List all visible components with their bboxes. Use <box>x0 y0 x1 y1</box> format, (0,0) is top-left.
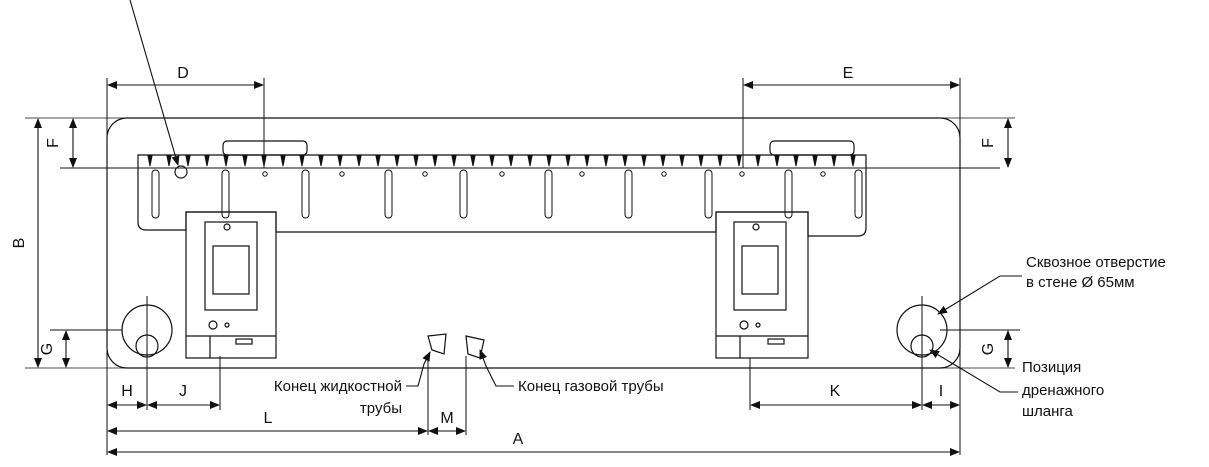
label-l: L <box>264 410 273 427</box>
leader-gas-pipe <box>479 349 514 387</box>
plate-slot <box>854 169 863 219</box>
plate-hole <box>499 171 505 177</box>
plate-tick <box>242 155 248 167</box>
gas-pipe-label: Конец газовой трубы <box>518 378 664 395</box>
plate-hole <box>579 171 585 177</box>
label-f-right: F <box>980 138 997 148</box>
plate-slot <box>151 169 160 219</box>
drain-label-line1: Позиция <box>1022 359 1081 376</box>
reference-hole <box>174 165 188 179</box>
top-tab-left <box>222 140 308 156</box>
plate-tick <box>755 155 761 167</box>
plate-details <box>147 155 863 219</box>
drain-label-line3: шланга <box>1022 403 1074 420</box>
plate-tick <box>166 155 172 167</box>
label-b: B <box>11 238 28 249</box>
plate-slot <box>384 169 393 219</box>
label-j: J <box>179 383 187 400</box>
plate-slot <box>624 169 633 219</box>
label-k: K <box>830 383 841 400</box>
wall-hole-label-line1: Сквозное отверстие <box>1026 254 1166 271</box>
top-tab-right <box>769 140 855 156</box>
plate-hole <box>422 171 428 177</box>
plate-tick <box>299 155 305 167</box>
liquid-pipe-symbol <box>427 333 447 355</box>
plate-tick <box>584 155 590 167</box>
plate-tick <box>641 155 647 167</box>
plate-tick <box>375 155 381 167</box>
plate-tick <box>470 155 476 167</box>
plate-tick <box>147 155 153 167</box>
plate-slot <box>544 169 553 219</box>
plate-tick <box>679 155 685 167</box>
liquid-pipe-label-line1: Конец жидкостной <box>274 378 402 395</box>
label-g-left: G <box>39 343 56 355</box>
label-d: D <box>177 65 189 82</box>
plate-tick <box>337 155 343 167</box>
leader-liquid-pipe <box>406 351 431 387</box>
plate-tick <box>698 155 704 167</box>
plate-tick <box>812 155 818 167</box>
leader-top-left <box>129 0 180 166</box>
plate-tick <box>831 155 837 167</box>
plate-slot <box>221 169 230 219</box>
plate-hole <box>339 171 345 177</box>
plate-hole <box>661 171 667 177</box>
plate-tick <box>565 155 571 167</box>
plate-tick <box>451 155 457 167</box>
plate-tick <box>527 155 533 167</box>
leader-drain <box>929 349 1018 393</box>
plate-tick <box>185 155 191 167</box>
plate-tick <box>660 155 666 167</box>
liquid-pipe-label-line2: трубы <box>360 400 402 417</box>
plate-slot <box>784 169 793 219</box>
plate-tick <box>280 155 286 167</box>
bracket-left <box>185 211 277 359</box>
plate-tick <box>223 155 229 167</box>
plate-slot <box>704 169 713 219</box>
plate-tick <box>489 155 495 167</box>
plate-slot <box>301 169 310 219</box>
plate-tick <box>774 155 780 167</box>
label-i: I <box>939 383 943 400</box>
plate-tick <box>356 155 362 167</box>
plate-tick <box>508 155 514 167</box>
plate-tick <box>394 155 400 167</box>
plate-tick <box>413 155 419 167</box>
plate-tick <box>622 155 628 167</box>
label-g-right: G <box>980 343 997 355</box>
plate-tick <box>793 155 799 167</box>
plate-tick <box>717 155 723 167</box>
plate-slot <box>459 169 468 219</box>
bracket-right <box>715 211 809 359</box>
wall-hole-label-line2: в стене Ø 65мм <box>1026 274 1135 291</box>
leader-wall-hole <box>937 275 1022 315</box>
plate-tick <box>603 155 609 167</box>
plate-tick <box>546 155 552 167</box>
plate-hole <box>820 171 826 177</box>
label-e: E <box>843 65 854 82</box>
drain-label-line2: дренажного <box>1022 382 1104 399</box>
label-f-left: F <box>45 138 62 148</box>
plate-tick <box>318 155 324 167</box>
label-m: M <box>440 410 453 427</box>
plate-hole <box>262 171 268 177</box>
label-a: A <box>513 431 524 448</box>
plate-hole <box>739 171 745 177</box>
label-h: H <box>121 383 133 400</box>
plate-tick <box>432 155 438 167</box>
plate-tick <box>204 155 210 167</box>
plate-tick <box>850 155 856 167</box>
plate-tick <box>736 155 742 167</box>
